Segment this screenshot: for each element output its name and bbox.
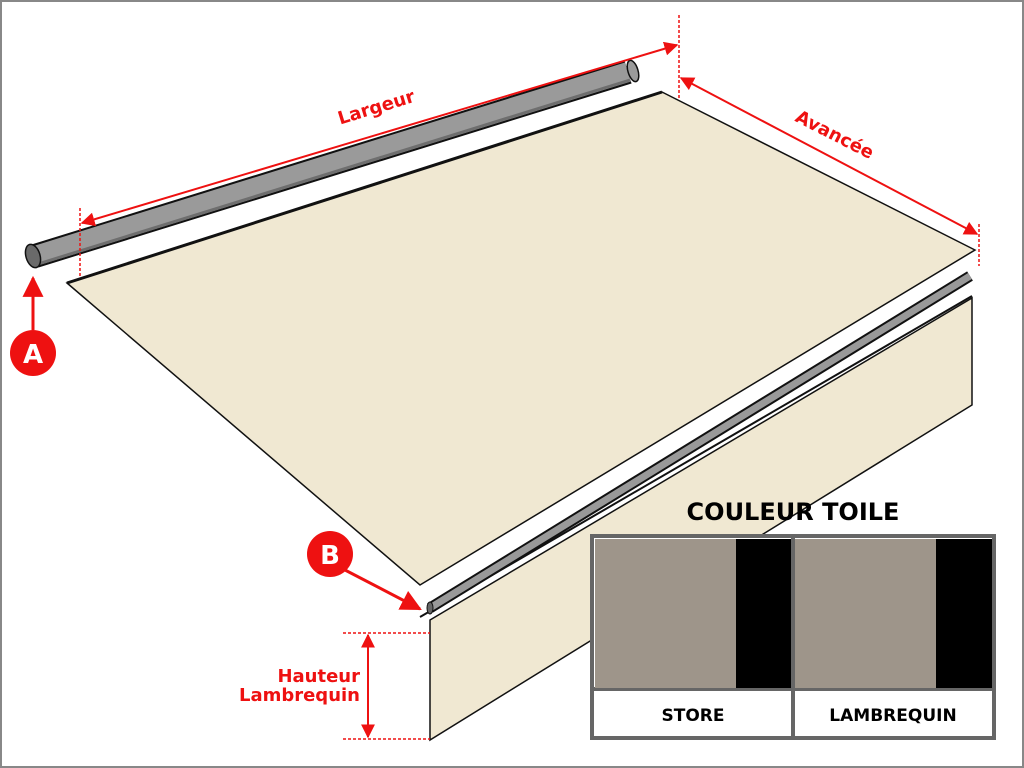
valance-panel	[429, 296, 973, 742]
marker-b: B	[307, 531, 422, 611]
marker-a-badge	[10, 330, 56, 376]
hauteur-label-line2: Lambrequin	[239, 685, 360, 706]
swatch-lambrequin[interactable]: LAMBREQUIN	[795, 539, 992, 726]
swatch-store-label: STORE	[662, 706, 725, 726]
dimension-hauteur: Hauteur Lambrequin	[239, 632, 430, 740]
front-bar-b	[426, 271, 973, 615]
hauteur-label-line1: Hauteur	[277, 666, 360, 687]
legend-title: COULEUR TOILE	[687, 498, 900, 526]
marker-b-text: B	[320, 541, 340, 571]
marker-a-text: A	[23, 340, 43, 370]
swatch-lambrequin-label: LAMBREQUIN	[829, 706, 956, 726]
marker-a: A	[10, 275, 56, 376]
marker-b-badge	[307, 531, 353, 577]
color-legend: COULEUR TOILE STORE LAMBREQUIN	[590, 498, 996, 740]
swatch-store[interactable]: STORE	[595, 539, 791, 726]
